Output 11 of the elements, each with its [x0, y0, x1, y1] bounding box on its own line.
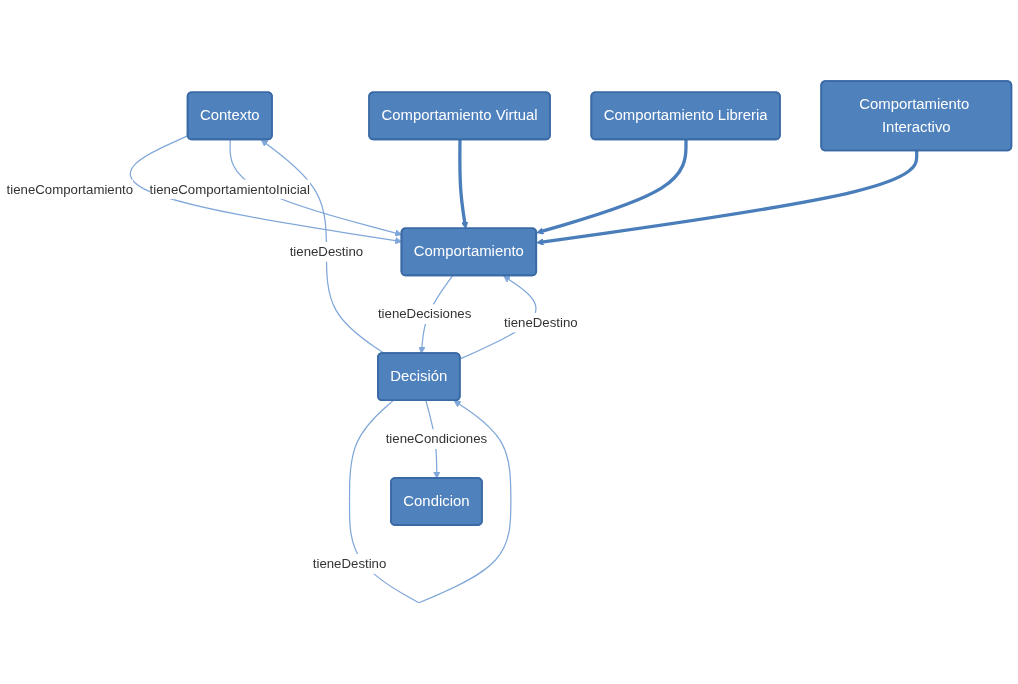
- arrow: [536, 150, 919, 246]
- edge-label: tieneCondiciones: [385, 431, 488, 446]
- edge-label: tieneDestino: [312, 556, 387, 571]
- arrow: [458, 139, 469, 229]
- edge-label: tieneDestino: [289, 244, 364, 259]
- arrow: [536, 139, 688, 235]
- edge-label: tieneComportamientoInicial: [149, 181, 310, 197]
- edge-label: tieneDecisiones: [377, 306, 472, 321]
- edge-label: tieneDestino: [504, 315, 578, 330]
- edge-label: tieneComportamiento: [6, 181, 134, 197]
- arrow: [260, 139, 385, 355]
